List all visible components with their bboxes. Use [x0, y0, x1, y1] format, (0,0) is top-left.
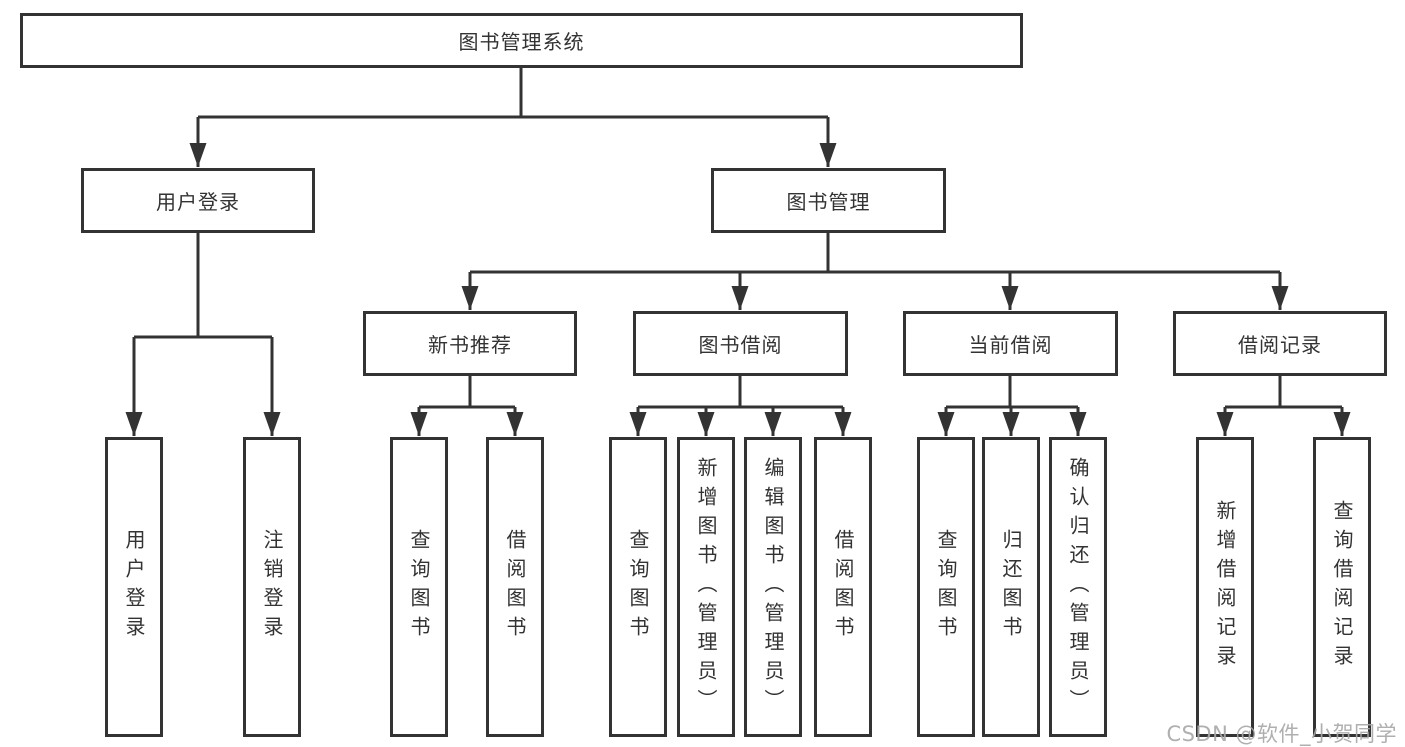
leaf-label: 查询图书 [407, 529, 431, 645]
leaf-label: 新增图书（管理员） [694, 456, 718, 718]
leaf-borrowing-query-book: 查询图书 [609, 437, 667, 737]
leaf-borrowing-edit-book-admin: 编辑图书（管理员） [744, 437, 802, 737]
leaf-current-query-book: 查询图书 [917, 437, 975, 737]
leaf-logout-login: 注销登录 [243, 437, 301, 737]
leaf-label: 用户登录 [122, 529, 146, 645]
node-label: 当前借阅 [968, 333, 1053, 357]
node-label: 图书管理系统 [458, 30, 585, 54]
leaf-recommend-query-book: 查询图书 [390, 437, 448, 737]
leaf-label: 借阅图书 [831, 529, 855, 645]
node-book-management: 图书管理 [711, 168, 946, 233]
leaf-label: 确认归还（管理员） [1066, 456, 1090, 718]
node-label: 新书推荐 [428, 333, 512, 357]
node-label: 用户登录 [156, 190, 240, 214]
watermark: CSDN @软件_小贺同学 [1166, 722, 1397, 746]
node-borrowing-records: 借阅记录 [1173, 311, 1387, 376]
leaf-label: 查询图书 [626, 529, 650, 645]
leaf-current-return-book: 归还图书 [982, 437, 1040, 737]
leaf-records-add-borrow-record: 新增借阅记录 [1196, 437, 1254, 737]
leaf-borrowing-borrow-book: 借阅图书 [814, 437, 872, 737]
node-label: 图书借阅 [698, 333, 783, 357]
leaf-user-login: 用户登录 [105, 437, 163, 737]
leaf-label: 注销登录 [260, 529, 284, 645]
leaf-label: 借阅图书 [503, 529, 527, 645]
leaf-label: 查询图书 [934, 529, 958, 645]
leaf-borrowing-add-book-admin: 新增图书（管理员） [677, 437, 735, 737]
node-label: 图书管理 [786, 190, 871, 214]
leaf-records-query-borrow-record: 查询借阅记录 [1313, 437, 1371, 737]
leaf-label: 查询借阅记录 [1330, 500, 1354, 674]
leaf-recommend-borrow-book: 借阅图书 [486, 437, 544, 737]
node-library-management-system: 图书管理系统 [20, 13, 1023, 68]
leaf-label: 新增借阅记录 [1213, 500, 1237, 674]
leaf-label: 归还图书 [999, 529, 1023, 645]
leaf-current-confirm-return-admin: 确认归还（管理员） [1049, 437, 1107, 737]
node-label: 借阅记录 [1238, 333, 1322, 357]
node-user-login: 用户登录 [81, 168, 315, 233]
node-book-borrowing: 图书借阅 [633, 311, 848, 376]
node-new-book-recommendation: 新书推荐 [363, 311, 577, 376]
node-current-borrowing: 当前借阅 [903, 311, 1118, 376]
leaf-label: 编辑图书（管理员） [761, 456, 785, 718]
